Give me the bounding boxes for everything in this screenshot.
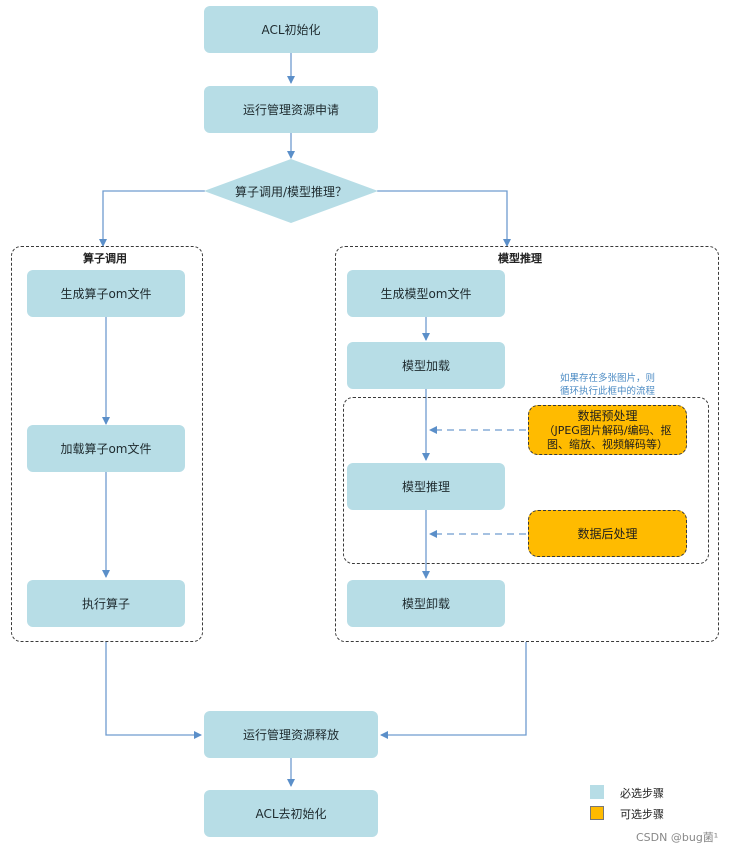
decision-label-wrap: 算子调用/模型推理？ (204, 181, 378, 201)
model-unload-label: 模型卸载 (401, 597, 450, 611)
loop-group (343, 397, 709, 564)
legend-required-label: 必选步骤 (620, 787, 664, 800)
model-infer-label: 模型推理 (401, 480, 450, 494)
preprocess-detail-line1: （JPEG图片解码/编码、抠 (543, 424, 672, 437)
loop-note-line1: 如果存在多张图片，则 (560, 373, 656, 384)
model-gen-om-label: 生成模型om文件 (380, 287, 472, 301)
watermark-text: CSDN @bug菌¹ (636, 831, 719, 844)
acl-init-label: ACL初始化 (261, 23, 321, 37)
op-gen-om-box: 生成算子om文件 (27, 270, 185, 317)
op-exec-box: 执行算子 (27, 580, 185, 627)
runtime-release-label: 运行管理资源释放 (242, 728, 339, 742)
decision-label: 算子调用/模型推理？ (234, 184, 348, 199)
preprocess-detail-line2: 图、缩放、视频解码等） (547, 438, 668, 451)
loop-note: 如果存在多张图片，则 循环执行此框中的流程 (560, 372, 655, 398)
arrow-decision-left (99, 190, 205, 247)
op-gen-om-label: 生成算子om文件 (60, 287, 152, 301)
legend-optional-label: 可选步骤 (620, 808, 664, 821)
postprocess-label: 数据后处理 (577, 526, 638, 541)
operator-group-title: 算子调用 (83, 252, 127, 265)
operator-group (11, 246, 203, 642)
legend-required-swatch (590, 785, 604, 799)
acl-deinit-label: ACL去初始化 (255, 807, 327, 821)
model-unload-box: 模型卸载 (347, 580, 505, 627)
op-load-om-box: 加载算子om文件 (27, 425, 185, 472)
arrow-decision-right (377, 190, 511, 247)
model-infer-box: 模型推理 (347, 463, 505, 510)
op-load-om-label: 加载算子om文件 (60, 442, 152, 456)
arrow-model-to-release (380, 642, 527, 739)
model-gen-om-box: 生成模型om文件 (347, 270, 505, 317)
op-exec-label: 执行算子 (81, 597, 130, 611)
runtime-release-box: 运行管理资源释放 (204, 711, 378, 758)
postprocess-box: 数据后处理 (528, 510, 687, 557)
model-load-box: 模型加载 (347, 342, 505, 389)
acl-init-box: ACL初始化 (204, 6, 378, 53)
model-group-title: 模型推理 (498, 252, 542, 265)
preprocess-title: 数据预处理 (577, 409, 638, 423)
model-load-label: 模型加载 (401, 359, 450, 373)
loop-note-line2: 循环执行此框中的流程 (560, 386, 656, 397)
legend-optional-swatch (590, 806, 604, 820)
preprocess-box: 数据预处理 （JPEG图片解码/编码、抠 图、缩放、视频解码等） (528, 405, 687, 455)
runtime-request-label: 运行管理资源申请 (242, 103, 339, 117)
model-group (335, 246, 719, 642)
runtime-request-box: 运行管理资源申请 (204, 86, 378, 133)
arrow-op-to-release (105, 642, 202, 739)
acl-deinit-box: ACL去初始化 (204, 790, 378, 837)
decision-diamond (204, 159, 378, 223)
